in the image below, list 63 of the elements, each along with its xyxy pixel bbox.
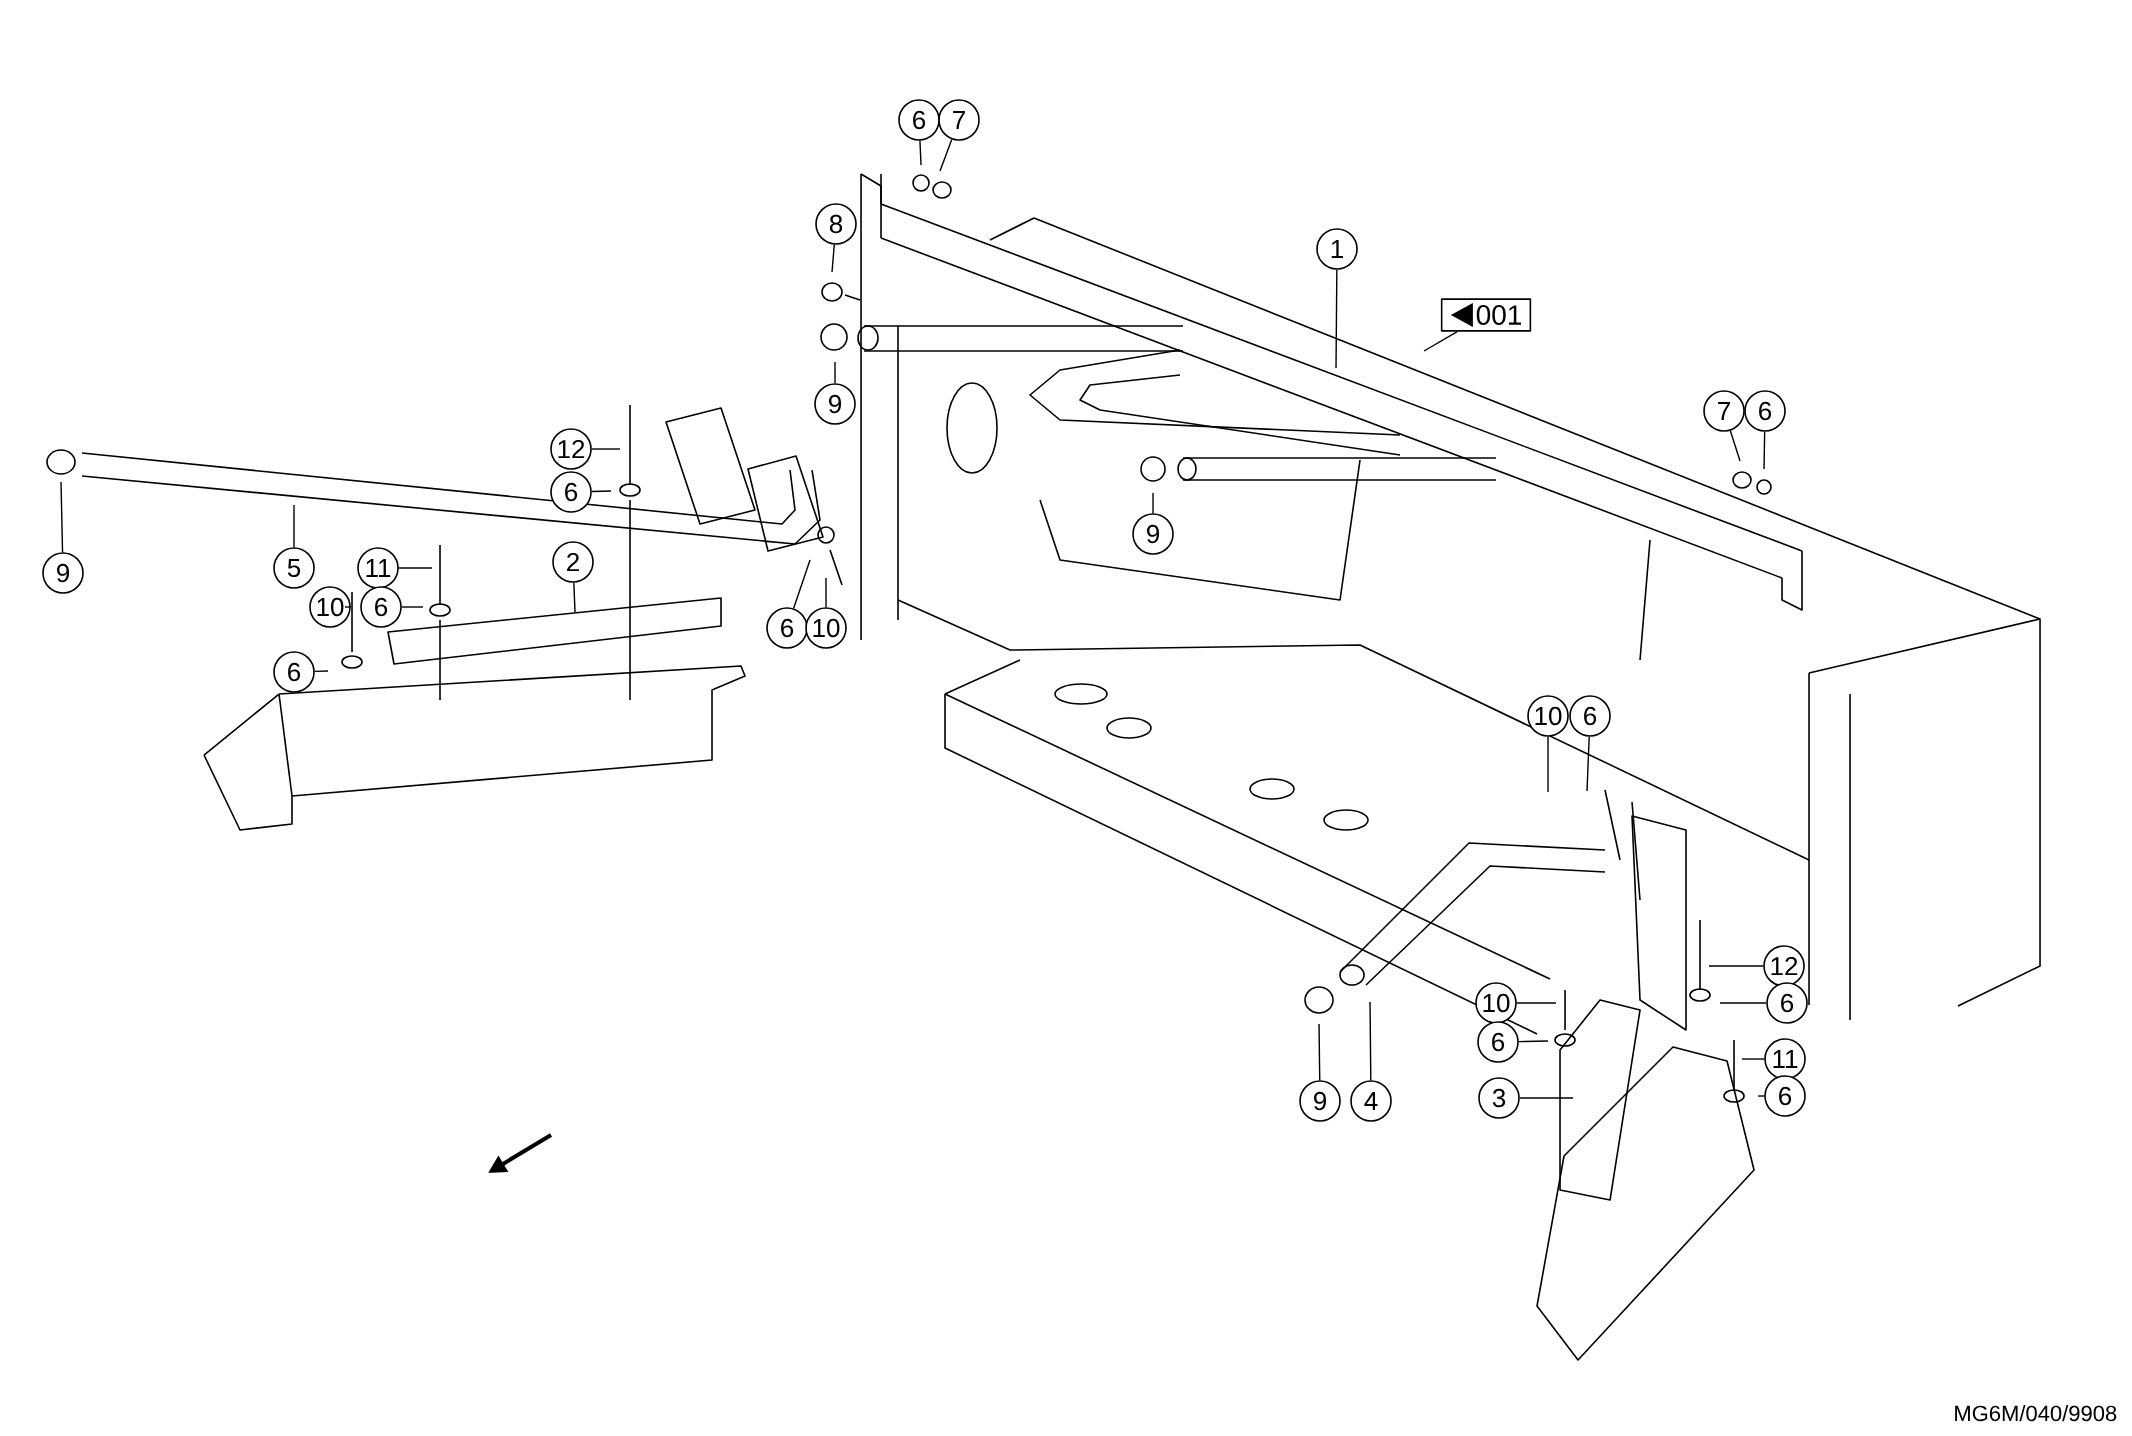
- callout-number: 2: [552, 541, 594, 583]
- leader-line: [1547, 736, 1549, 793]
- callout-number: 11: [357, 547, 399, 589]
- leader-line: [293, 504, 295, 548]
- leader-line: [1423, 331, 1458, 352]
- leader-line: [825, 577, 827, 608]
- callout-number: 6: [360, 586, 402, 628]
- callout-number: 12: [550, 428, 592, 470]
- reference-box: 001: [1440, 298, 1532, 332]
- callout-number: 11: [1764, 1038, 1806, 1080]
- leader-line: [1757, 1095, 1765, 1097]
- leader-line: [1741, 1058, 1765, 1060]
- callout-number: 6: [550, 471, 592, 513]
- leader-line: [1152, 492, 1154, 514]
- leader-line: [314, 670, 329, 673]
- callout-number: 10: [1475, 982, 1517, 1024]
- leader-line: [591, 490, 612, 493]
- leader-line: [1719, 1002, 1767, 1004]
- callout-number: 9: [1299, 1080, 1341, 1122]
- callout-number: 8: [815, 203, 857, 245]
- leader-line: [792, 559, 811, 609]
- callout-number: 9: [814, 383, 856, 425]
- leader-line: [831, 244, 835, 273]
- callout-number: 5: [273, 547, 315, 589]
- leader-line: [834, 361, 836, 384]
- leader-line: [344, 606, 352, 608]
- leader-line: [1519, 1097, 1574, 1099]
- leader-line: [401, 606, 424, 608]
- callout-number: 6: [766, 607, 808, 649]
- callout-number: 10: [1527, 695, 1569, 737]
- callout-number: 4: [1350, 1080, 1392, 1122]
- leader-line: [939, 138, 953, 172]
- leader-line: [573, 582, 576, 613]
- callout-number: 10: [805, 607, 847, 649]
- callout-number: 10: [309, 586, 351, 628]
- callout-number: 9: [42, 552, 84, 594]
- leader-line: [1518, 1040, 1549, 1043]
- leader-line: [1708, 965, 1764, 967]
- callout-number: 6: [1744, 390, 1786, 432]
- leader-line: [1516, 1002, 1557, 1004]
- callout-number: 6: [1569, 695, 1611, 737]
- callout-number: 7: [938, 99, 980, 141]
- leader-line: [1335, 269, 1338, 369]
- callout-number: 6: [1766, 982, 1808, 1024]
- leader-line: [1763, 431, 1766, 470]
- callout-number: 6: [1477, 1021, 1519, 1063]
- leader-line: [1369, 1001, 1372, 1081]
- callout-number: 7: [1703, 390, 1745, 432]
- leader-line: [919, 140, 922, 166]
- leader-line: [591, 448, 621, 450]
- callout-number: 6: [273, 651, 315, 693]
- leader-line: [1586, 736, 1590, 792]
- callout-number: 1: [1316, 228, 1358, 270]
- drawing-code: MG6M/040/9908: [1955, 1405, 2117, 1422]
- leader-line: [1318, 1023, 1321, 1081]
- leader-line: [1729, 430, 1741, 462]
- leader-line: [398, 567, 433, 569]
- leader-line: [60, 481, 64, 553]
- callout-number: 6: [898, 99, 940, 141]
- callout-number: 12: [1763, 945, 1805, 987]
- callout-number: 3: [1478, 1077, 1520, 1119]
- callout-number: 9: [1132, 513, 1174, 555]
- callout-number: 6: [1764, 1075, 1806, 1117]
